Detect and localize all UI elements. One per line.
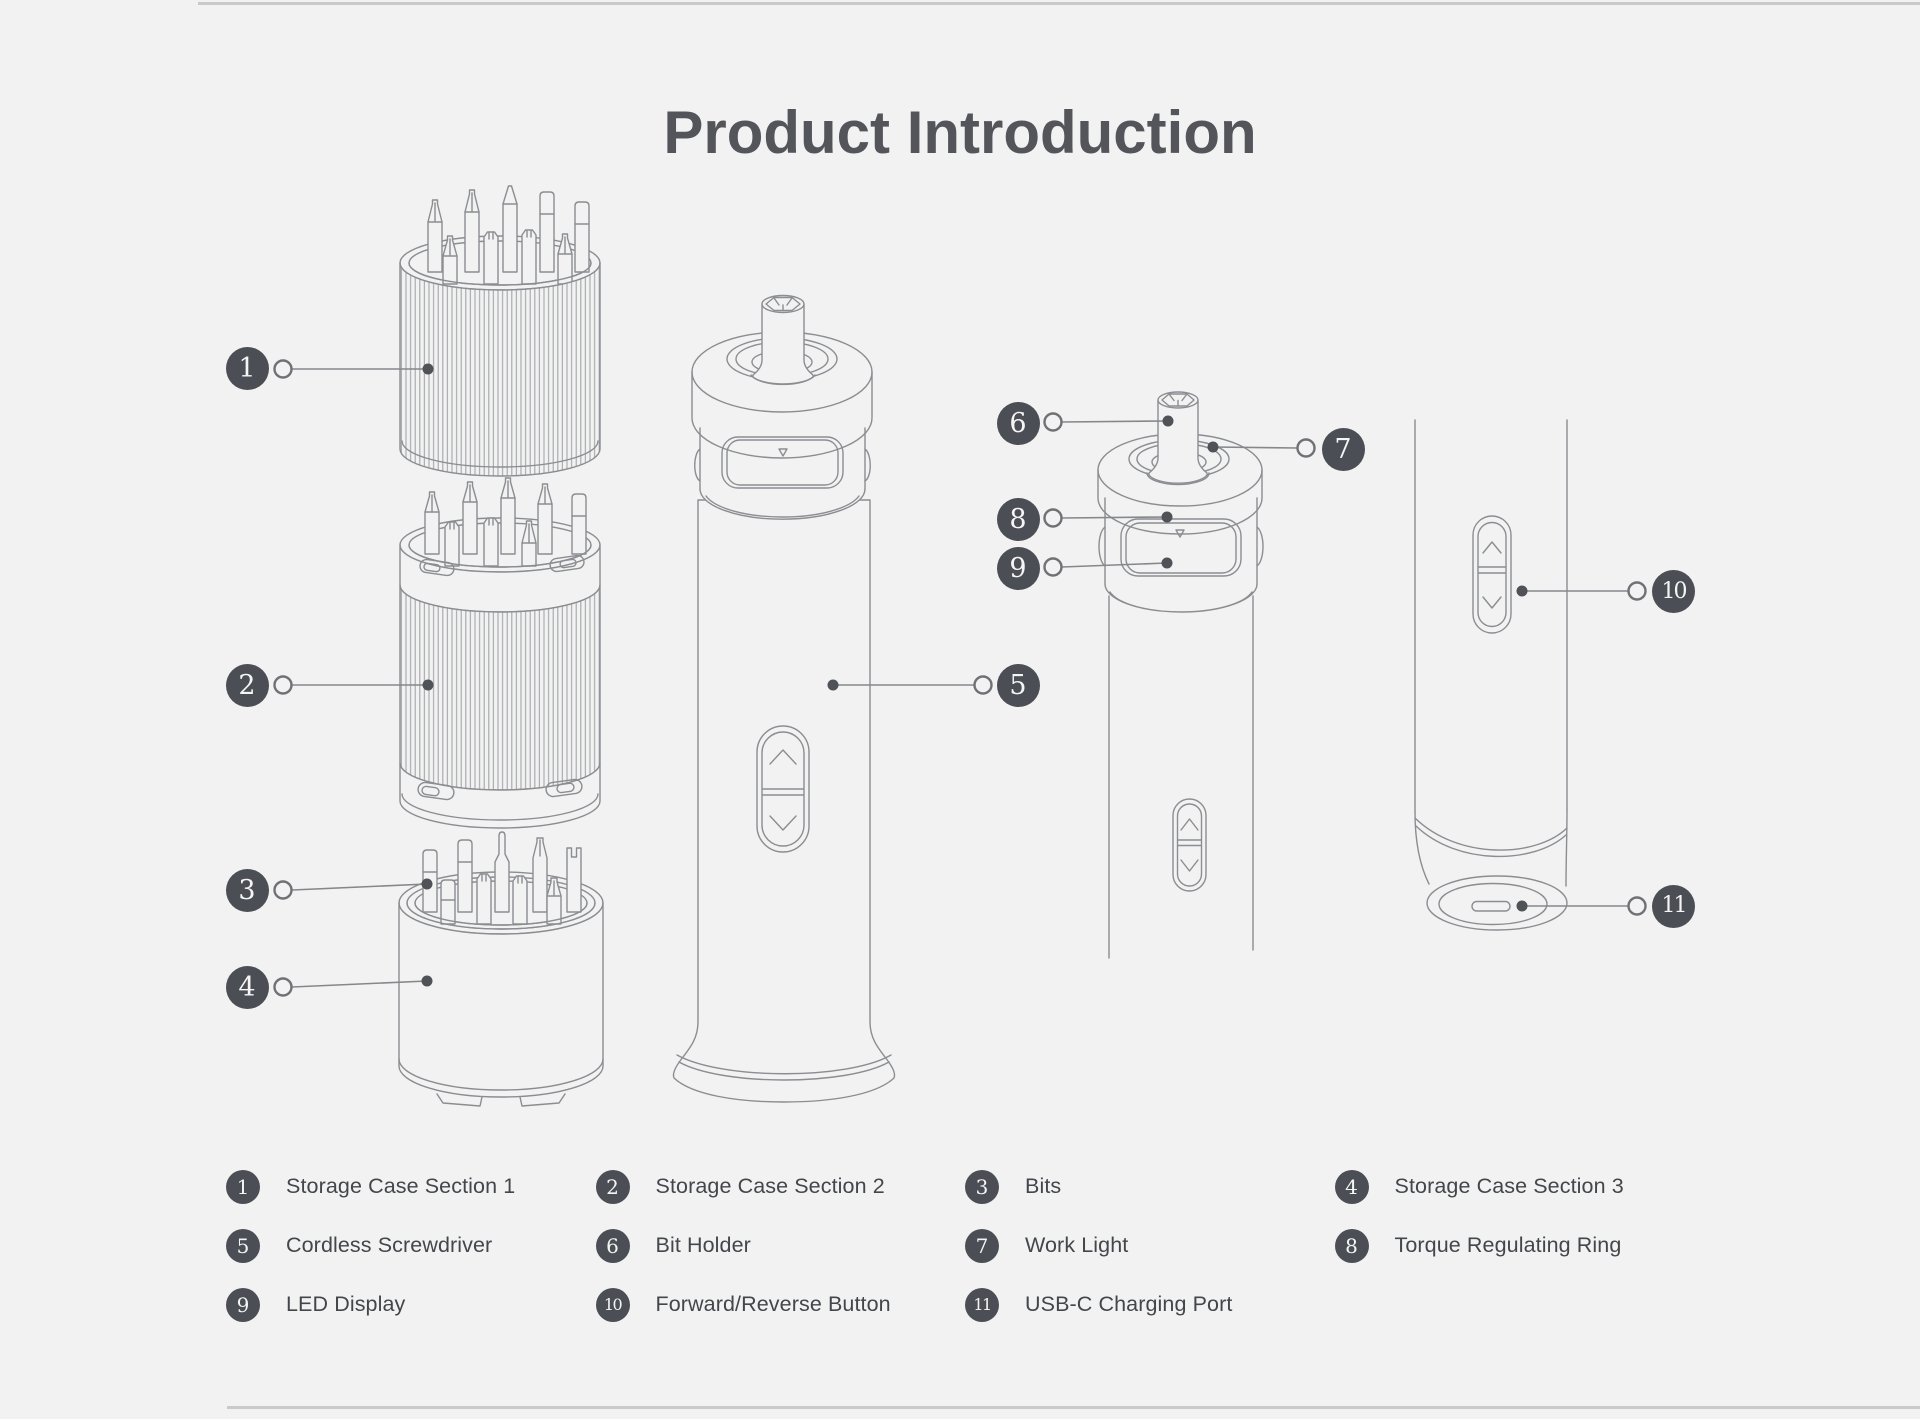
callout-lines <box>273 359 1647 997</box>
legend: 1 Storage Case Section 1 2 Storage Case Se… <box>226 1157 1704 1335</box>
legend-item-11: 11 USB-C Charging Port <box>965 1287 1335 1322</box>
callout-badge-9: 9 <box>996 546 1040 590</box>
cordless-screwdriver-drawing <box>672 294 896 1103</box>
callout-badge-1: 1 <box>225 346 269 390</box>
legend-item-3: 3 Bits <box>965 1169 1335 1204</box>
legend-badge-1: 1 <box>226 1169 260 1204</box>
legend-label: Forward/Reverse Button <box>655 1292 891 1317</box>
legend-label: Work Light <box>1025 1233 1129 1258</box>
usb-c-port-icon <box>1471 900 1511 912</box>
callout-badge-11: 11 <box>1652 884 1695 928</box>
callout-badge-7: 7 <box>1321 427 1365 471</box>
legend-badge-2: 2 <box>595 1169 630 1204</box>
callout-badge-6: 6 <box>996 401 1040 445</box>
legend-label: USB-C Charging Port <box>1025 1292 1233 1317</box>
legend-badge-8: 8 <box>1334 1228 1369 1263</box>
legend-badge-11: 11 <box>965 1287 999 1322</box>
legend-badge-6: 6 <box>595 1228 630 1263</box>
legend-badge-10: 10 <box>595 1287 630 1322</box>
callout-badge-2: 2 <box>225 663 269 707</box>
callout-badge-8: 8 <box>996 497 1040 541</box>
legend-item-9: 9 LED Display <box>226 1287 596 1322</box>
legend-label: Torque Regulating Ring <box>1394 1233 1622 1258</box>
screwdriver-head-detail-drawing <box>1097 391 1264 959</box>
legend-item-1: 1 Storage Case Section 1 <box>226 1169 596 1204</box>
legend-label: LED Display <box>286 1292 406 1317</box>
legend-item-5: 5 Cordless Screwdriver <box>226 1228 596 1263</box>
callout-badge-5: 5 <box>996 663 1040 707</box>
legend-badge-9: 9 <box>226 1287 260 1322</box>
legend-item-7: 7 Work Light <box>965 1228 1335 1263</box>
callout-badge-10: 10 <box>1652 570 1695 613</box>
legend-badge-4: 4 <box>1334 1169 1369 1204</box>
legend-badge-3: 3 <box>965 1169 999 1204</box>
screwdriver-body-detail-drawing <box>1414 419 1568 931</box>
legend-label: Bit Holder <box>655 1233 751 1258</box>
legend-item-8: 8 Torque Regulating Ring <box>1334 1228 1705 1263</box>
top-rule <box>198 2 1920 5</box>
legend-item-6: 6 Bit Holder <box>595 1228 966 1263</box>
bottom-rule <box>227 1406 1920 1409</box>
legend-badge-7: 7 <box>965 1228 999 1263</box>
callout-badge-3: 3 <box>225 868 269 912</box>
legend-label: Storage Case Section 3 <box>1394 1174 1624 1199</box>
legend-label: Storage Case Section 2 <box>655 1174 885 1199</box>
legend-label: Bits <box>1025 1174 1062 1199</box>
page-title: Product Introduction <box>663 99 1257 167</box>
storage-case-section-2-drawing <box>399 477 601 829</box>
legend-item-10: 10 Forward/Reverse Button <box>595 1287 966 1322</box>
legend-badge-5: 5 <box>226 1228 260 1263</box>
legend-label: Cordless Screwdriver <box>286 1233 493 1258</box>
legend-item-2: 2 Storage Case Section 2 <box>595 1169 966 1204</box>
storage-case-section-3-drawing <box>398 831 604 1107</box>
storage-case-section-1-drawing <box>399 185 601 477</box>
legend-item-4: 4 Storage Case Section 3 <box>1334 1169 1705 1204</box>
callout-badge-4: 4 <box>225 965 269 1009</box>
legend-label: Storage Case Section 1 <box>286 1174 516 1199</box>
